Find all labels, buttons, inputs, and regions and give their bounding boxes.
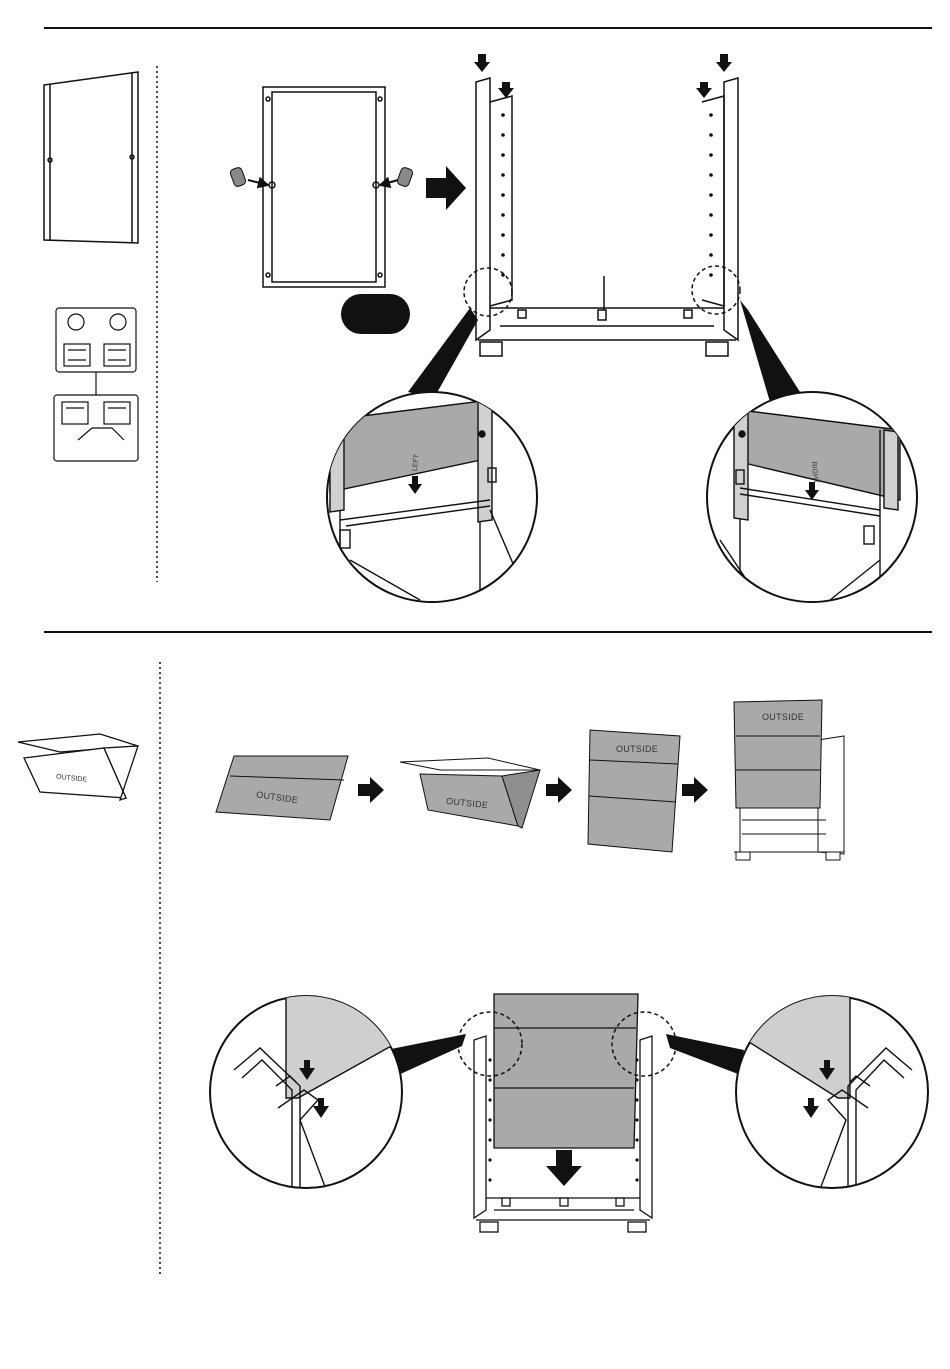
arrow-right-icon	[546, 777, 572, 803]
detail-view-left-1: LEFT	[327, 392, 537, 602]
panel-label: OUTSIDE	[616, 744, 658, 754]
arrow-down-icon	[546, 1150, 582, 1186]
magnify-callout-icon	[740, 300, 800, 402]
cabinet-frame	[476, 78, 738, 356]
panel-unfolded: OUTSIDE	[588, 730, 680, 852]
detail-view-left-2	[210, 990, 420, 1200]
detail-view-right-1: RIGHT	[707, 392, 917, 602]
detail-marker-left	[464, 268, 512, 316]
magnify-callout-icon	[666, 1034, 744, 1074]
part-bracket-clips	[54, 308, 138, 461]
arrow-right-icon	[682, 777, 708, 803]
frame-panel	[263, 87, 385, 287]
part-folded-panel: OUTSIDE	[18, 734, 138, 800]
part-side-panel	[44, 72, 138, 243]
panel-label: OUTSIDE	[762, 712, 804, 722]
detail-view-right-2	[730, 990, 928, 1200]
detail-marker-right	[692, 266, 740, 314]
arrow-down-icon	[716, 54, 732, 72]
arrow-right-icon	[358, 777, 384, 803]
knob-icon-right	[384, 166, 414, 187]
step-badge	[341, 294, 410, 334]
panel-in-cabinet: OUTSIDE	[734, 700, 844, 860]
panel-flat: OUTSIDE	[216, 756, 348, 820]
arrow-down-icon-group	[474, 54, 732, 98]
arrow-right-icon	[426, 166, 466, 210]
arrow-down-icon	[474, 54, 490, 72]
magnify-callout-icon	[408, 308, 478, 398]
knob-icon-left	[229, 166, 264, 187]
panel-folding: OUTSIDE	[400, 758, 540, 828]
cabinet-with-panel	[474, 994, 652, 1232]
cabinet-frame-holes	[501, 113, 713, 277]
arrow-down-icon	[696, 82, 712, 98]
